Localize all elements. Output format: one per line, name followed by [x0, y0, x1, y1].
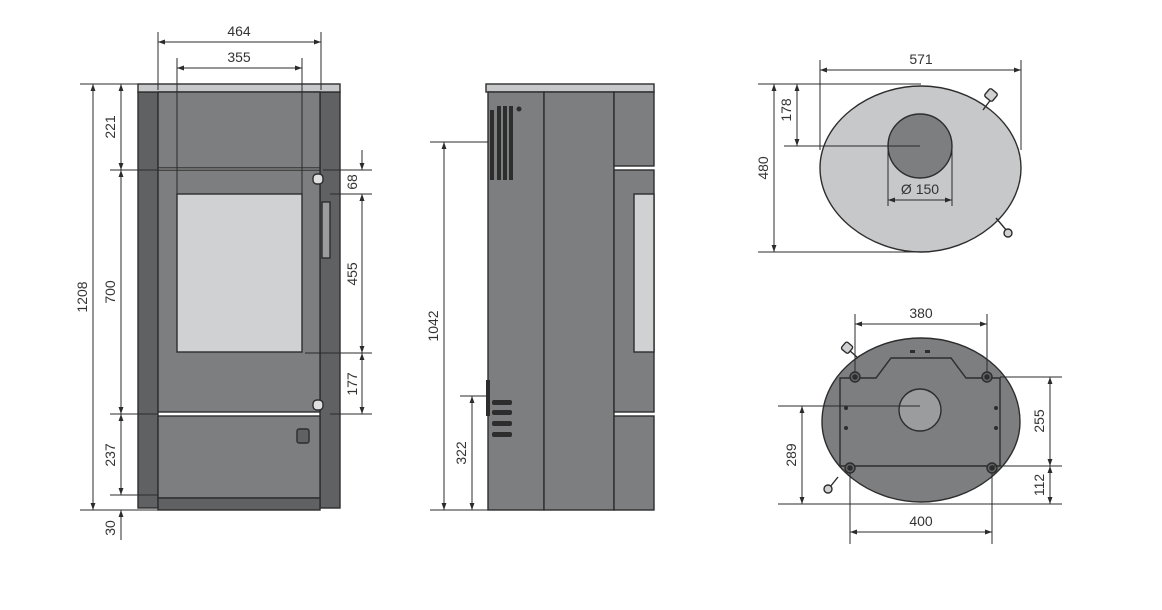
dimension-lines	[80, 32, 1062, 544]
door-hinge-top	[312, 173, 324, 185]
side-front-top	[613, 91, 655, 167]
dim-front-door-height: 700	[102, 280, 118, 304]
side-rear-panel	[487, 91, 545, 511]
dim-top-flue-diameter: Ø 150	[901, 181, 939, 197]
front-door-window	[176, 193, 303, 353]
dim-top-width: 571	[909, 51, 933, 67]
dim-bottom-front-distance: 112	[1031, 474, 1047, 497]
dim-bottom-flue-from-front: 289	[783, 443, 799, 467]
side-view	[485, 83, 655, 511]
side-front-bottom	[613, 415, 655, 511]
top-view	[819, 85, 1022, 253]
dim-front-handle-top: 68	[344, 174, 360, 190]
door-hinge-bottom	[312, 399, 324, 411]
dim-front-window-height: 455	[344, 262, 360, 286]
door-handle	[321, 201, 331, 259]
dim-bottom-bolt-spacing-top: 380	[909, 305, 933, 321]
front-plinth	[157, 497, 321, 511]
ash-drawer-knob-icon	[296, 428, 310, 444]
side-middle-panel	[543, 91, 615, 511]
dim-front-below-window: 177	[344, 372, 360, 396]
dim-bottom-bolt-spacing-bottom: 400	[909, 513, 933, 529]
bottom-view-handle-icon	[823, 341, 859, 494]
bottom-view	[821, 337, 1021, 503]
dimension-labels: 464 355 1208 221 700 237 30 68 455 177 1…	[74, 23, 1047, 536]
dim-front-top-section: 221	[102, 115, 118, 139]
dim-bottom-rear-distance: 255	[1031, 409, 1047, 433]
dim-top-depth: 480	[755, 156, 771, 180]
rear-vent-slots-icon	[490, 106, 522, 180]
top-view-handle-icon	[982, 88, 1013, 238]
dim-side-outlet-height: 1042	[425, 310, 441, 341]
mounting-bolts-icon	[844, 371, 998, 474]
dim-front-plinth: 30	[102, 520, 118, 536]
front-view	[137, 83, 341, 511]
side-door-window	[633, 193, 655, 353]
dim-front-bottom-section: 237	[102, 443, 118, 467]
dim-side-air-inlet-height: 322	[453, 441, 469, 465]
front-top-plate	[137, 83, 341, 93]
side-top-plate	[485, 83, 655, 93]
dim-front-width-outer: 464	[227, 23, 251, 39]
dim-front-height-total: 1208	[74, 281, 90, 312]
dim-top-flue-offset: 178	[778, 98, 794, 122]
front-right-column	[319, 91, 341, 509]
dim-front-width-inner: 355	[227, 49, 251, 65]
front-bottom-panel	[157, 415, 321, 499]
front-left-column	[137, 91, 159, 509]
base-holes-icon	[844, 350, 998, 430]
air-inlet-grate-icon	[486, 380, 512, 437]
bottom-flue-icon	[898, 388, 942, 432]
front-top-panel	[157, 91, 321, 169]
